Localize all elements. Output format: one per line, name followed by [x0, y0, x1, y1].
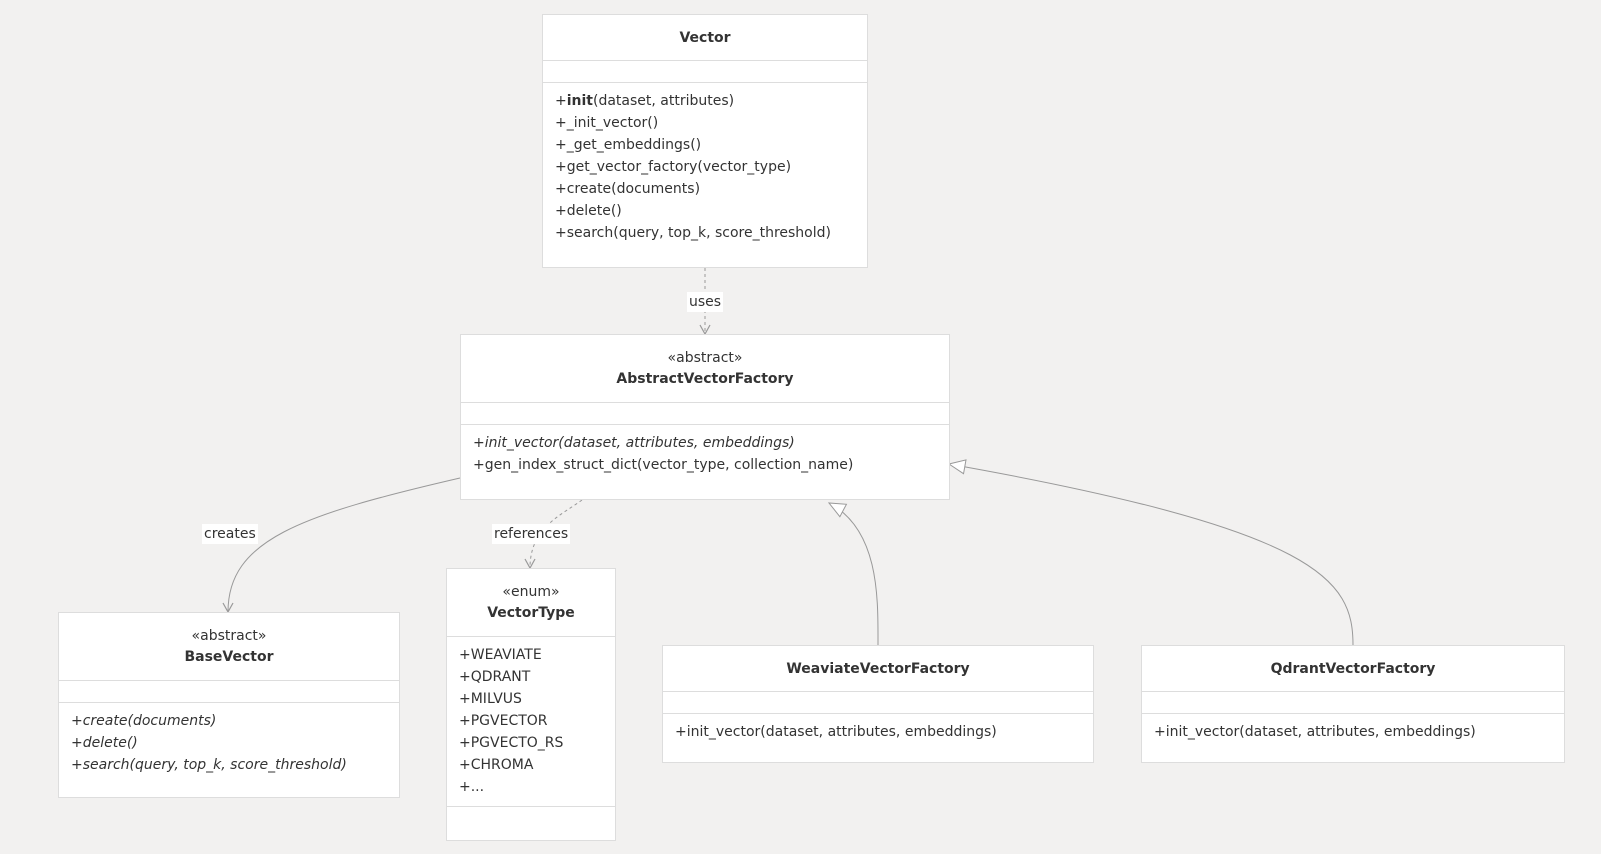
methods-compartment: +create(documents) +delete() +search(que…	[59, 703, 399, 784]
attributes-compartment	[59, 681, 399, 703]
class-abstract-vector-factory-header: «abstract» AbstractVectorFactory	[461, 335, 949, 403]
method-row: +init_vector(dataset, attributes, embedd…	[473, 435, 795, 451]
method-row: +init_vector(dataset, attributes, embedd…	[675, 724, 997, 740]
method-row: +init_vector(dataset, attributes, embedd…	[1154, 724, 1476, 740]
enum-value: +PGVECTO_RS	[459, 735, 564, 751]
methods-compartment: +init_vector(dataset, attributes, embedd…	[461, 425, 949, 484]
class-name: QdrantVectorFactory	[1270, 660, 1436, 677]
enum-value: +WEAVIATE	[459, 647, 542, 663]
class-weaviate-vector-factory[interactable]: WeaviateVectorFactory +init_vector(datas…	[662, 645, 1094, 763]
enum-value: +MILVUS	[459, 691, 522, 707]
class-name: AbstractVectorFactory	[616, 370, 794, 387]
edge-label-references: references	[492, 524, 571, 544]
class-qdrant-vector-factory[interactable]: QdrantVectorFactory +init_vector(dataset…	[1141, 645, 1565, 763]
method-row: +delete()	[555, 203, 622, 219]
enum-value: +QDRANT	[459, 669, 531, 685]
methods-compartment: +init(dataset, attributes) +_init_vector…	[543, 83, 867, 252]
edge-weaviate-inherits	[827, 502, 879, 646]
methods-compartment: +init_vector(dataset, attributes, embedd…	[663, 714, 1093, 751]
class-name: Vector	[679, 29, 731, 46]
method-row: +_init_vector()	[555, 115, 659, 131]
attributes-compartment	[1142, 692, 1564, 714]
method-row: +get_vector_factory(vector_type)	[555, 159, 792, 175]
attributes-compartment	[543, 61, 867, 83]
class-weaviate-vector-factory-header: WeaviateVectorFactory	[663, 646, 1093, 692]
enum-value: +...	[459, 779, 485, 795]
enum-values-compartment: +WEAVIATE +QDRANT +MILVUS +PGVECTOR +PGV…	[447, 637, 615, 807]
class-vector-type[interactable]: «enum» VectorType +WEAVIATE +QDRANT +MIL…	[446, 568, 616, 841]
edge-label-creates: creates	[202, 524, 258, 544]
edge-creates	[222, 477, 461, 614]
method-row: +delete()	[71, 735, 138, 751]
attributes-compartment	[663, 692, 1093, 714]
edge-qdrant-inherits	[947, 459, 1354, 646]
enum-value: +PGVECTOR	[459, 713, 548, 729]
method-row: +create(documents)	[555, 181, 701, 197]
attributes-compartment	[461, 403, 949, 425]
method-row: +create(documents)	[71, 713, 217, 729]
class-vector-type-header: «enum» VectorType	[447, 569, 615, 637]
class-name: BaseVector	[184, 648, 274, 665]
methods-compartment: +init_vector(dataset, attributes, embedd…	[1142, 714, 1564, 751]
class-qdrant-vector-factory-header: QdrantVectorFactory	[1142, 646, 1564, 692]
class-name: VectorType	[487, 604, 575, 621]
class-base-vector[interactable]: «abstract» BaseVector +create(documents)…	[58, 612, 400, 798]
class-base-vector-header: «abstract» BaseVector	[59, 613, 399, 681]
class-vector-header: Vector	[543, 15, 867, 61]
stereotype: «abstract»	[191, 627, 267, 644]
class-vector[interactable]: Vector +init(dataset, attributes) +_init…	[542, 14, 868, 268]
method-row: +search(query, top_k, score_threshold)	[71, 757, 347, 773]
edge-label-uses: uses	[687, 292, 724, 312]
method-row: +search(query, top_k, score_threshold)	[555, 225, 831, 241]
class-abstract-vector-factory[interactable]: «abstract» AbstractVectorFactory +init_v…	[460, 334, 950, 500]
method-row: +init(dataset, attributes)	[555, 93, 735, 109]
stereotype: «enum»	[502, 583, 560, 600]
stereotype: «abstract»	[667, 349, 743, 366]
class-name: WeaviateVectorFactory	[786, 660, 970, 677]
enum-value: +CHROMA	[459, 757, 534, 773]
method-row: +gen_index_struct_dict(vector_type, coll…	[473, 457, 854, 473]
method-row: +_get_embeddings()	[555, 137, 702, 153]
